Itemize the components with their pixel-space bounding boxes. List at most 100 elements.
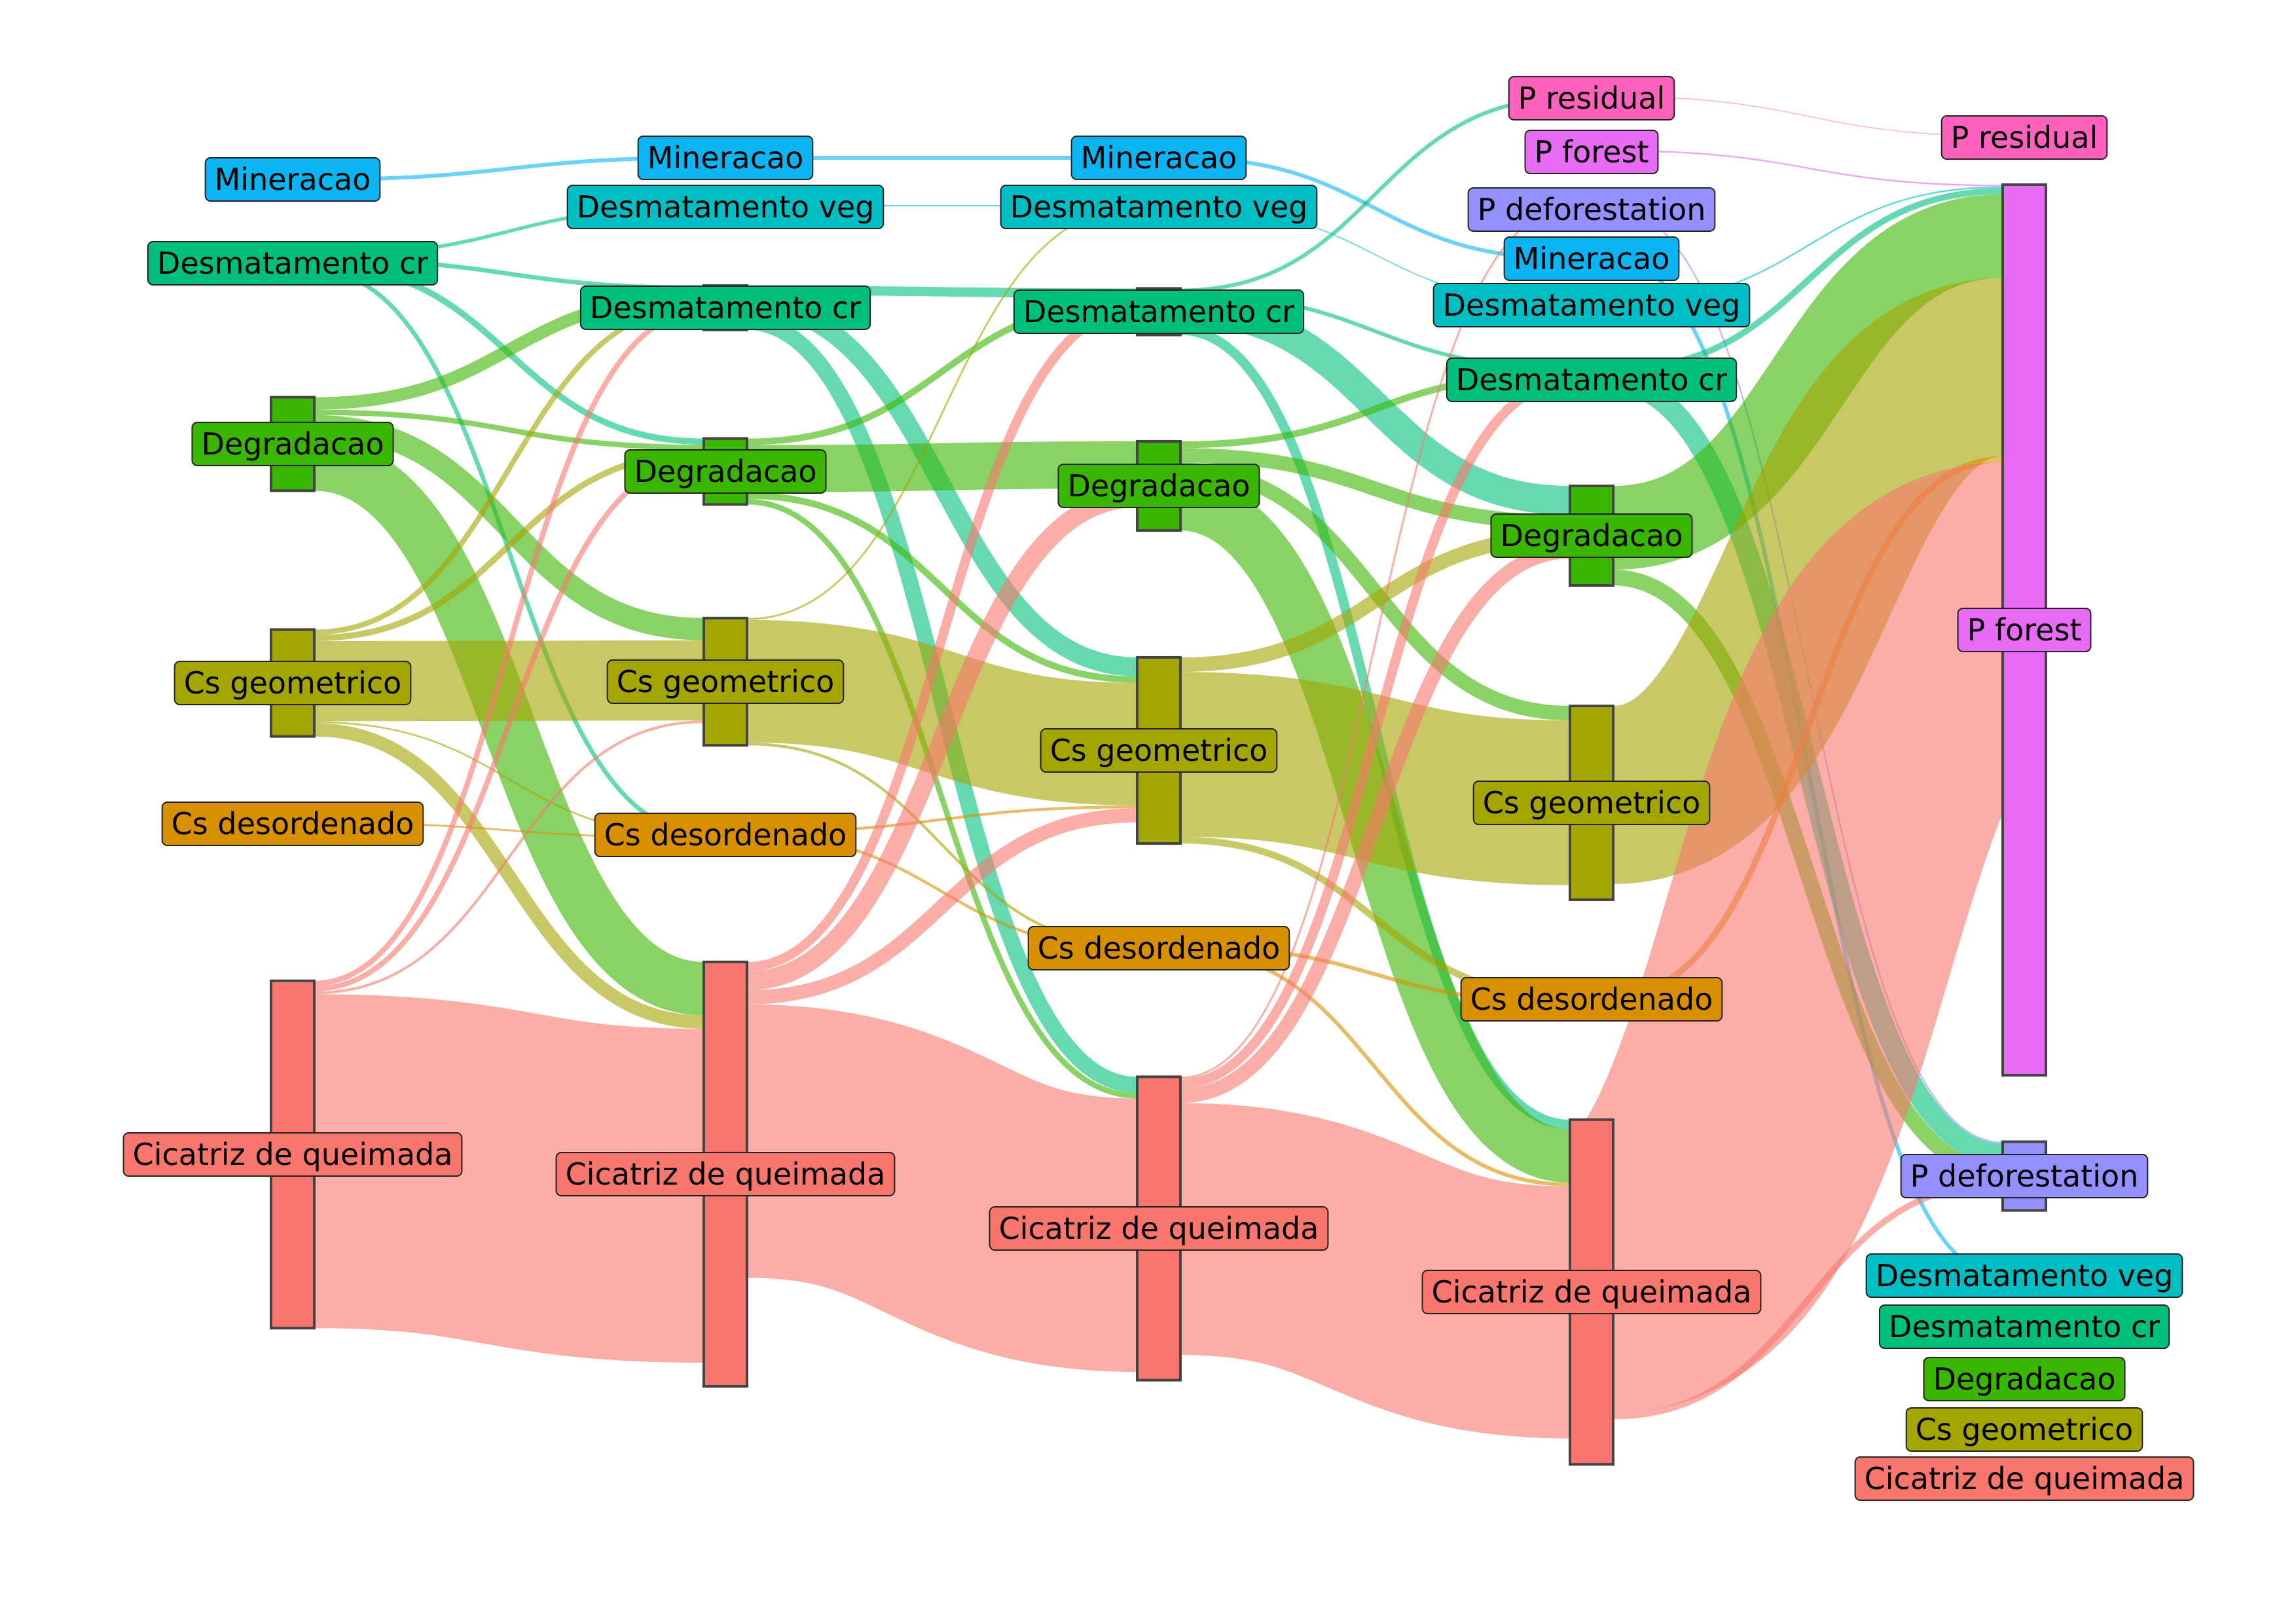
node-label-box bbox=[191, 422, 394, 466]
node-label-text: Degradacao bbox=[1067, 468, 1250, 504]
node-label-s3-dcr: Desmatamento cr bbox=[1446, 358, 1738, 402]
node-label-text: Desmatamento cr bbox=[157, 246, 428, 281]
node-label-s4-dcr: Desmatamento cr bbox=[1878, 1304, 2170, 1349]
flow-s2-min-to-s3-min bbox=[1180, 156, 1571, 261]
node-label-s1-cic: Cicatriz de queimada bbox=[555, 1152, 896, 1196]
node-label-s3-csg: Cs geometrico bbox=[1472, 781, 1711, 825]
node-label-text: Cs geometrico bbox=[1916, 1412, 2134, 1447]
node-label-text: Mineracao bbox=[1514, 241, 1670, 276]
node-label-s0-dcr: Desmatamento cr bbox=[147, 241, 439, 286]
node-label-text: Cs desordenado bbox=[172, 806, 414, 841]
node-label-text: P residual bbox=[1518, 81, 1666, 116]
node-label-text: Desmatamento cr bbox=[590, 290, 861, 325]
node-label-s2-csg: Cs geometrico bbox=[1040, 728, 1278, 773]
flow-s0-min-to-s1-min bbox=[314, 156, 704, 181]
node-label-box bbox=[1000, 185, 1318, 229]
flow-s1-deg-to-s2-cic bbox=[746, 498, 1138, 1099]
node-label-text: P residual bbox=[1951, 120, 2098, 155]
node-label-s3-dveg: Desmatamento veg bbox=[1432, 283, 1751, 327]
node-label-s4-csg: Cs geometrico bbox=[1905, 1407, 2143, 1452]
flow-s0-deg-to-s1-deg bbox=[314, 409, 704, 451]
node-label-box bbox=[1941, 115, 2108, 160]
node-label-box bbox=[1013, 289, 1305, 334]
node-label-box bbox=[147, 241, 439, 286]
node-label-s2-cic: Cicatriz de queimada bbox=[989, 1206, 1329, 1251]
node-label-box bbox=[594, 813, 857, 857]
node-label-box bbox=[1040, 728, 1278, 773]
node-label-text: Desmatamento veg bbox=[1010, 189, 1308, 225]
node-label-box bbox=[1490, 513, 1693, 558]
node-label-s0-cic: Cicatriz de queimada bbox=[122, 1132, 463, 1177]
node-label-s1-dveg: Desmatamento veg bbox=[566, 185, 884, 229]
node-label-box bbox=[1923, 1357, 2126, 1401]
node-label-text: P deforestation bbox=[1478, 192, 1706, 227]
node-label-text: Degradacao bbox=[201, 426, 384, 462]
node-label-s0-csd: Cs desordenado bbox=[161, 802, 424, 846]
node-label-s4-pfor: P forest bbox=[1957, 608, 2092, 652]
node-label-box bbox=[1027, 926, 1290, 970]
node-label-s1-csg: Cs geometrico bbox=[606, 659, 845, 704]
node-label-box bbox=[122, 1132, 463, 1177]
node-label-s4-cic: Cicatriz de queimada bbox=[1854, 1456, 2195, 1501]
node-label-s1-deg: Degradacao bbox=[624, 449, 827, 494]
flow-s3-cic-to-s4-pfor bbox=[1571, 462, 2045, 1413]
node-label-text: Cs geometrico bbox=[1050, 733, 1268, 768]
node-label-text: P forest bbox=[1967, 612, 2082, 648]
node-label-text: Degradacao bbox=[1933, 1361, 2115, 1397]
node-label-box bbox=[1460, 977, 1723, 1022]
node-label-text: P forest bbox=[1535, 134, 1649, 170]
flow-s1-cic-to-s2-csg bbox=[746, 808, 1138, 1005]
node-label-box bbox=[989, 1206, 1329, 1251]
node-label-text: Cs geometrico bbox=[617, 664, 835, 699]
node-label-text: P deforestation bbox=[1910, 1158, 2139, 1194]
node-label-s2-deg: Degradacao bbox=[1057, 464, 1260, 508]
node-label-text: Cs geometrico bbox=[184, 665, 402, 701]
node-label-box bbox=[1524, 130, 1659, 174]
node-label-box bbox=[1905, 1407, 2143, 1452]
node-label-text: Cs desordenado bbox=[604, 817, 847, 853]
node-label-text: Desmatamento veg bbox=[1876, 1258, 2174, 1293]
flow-s2-dcr-to-s3-pres bbox=[1180, 96, 1571, 293]
node-label-box bbox=[1900, 1154, 2149, 1198]
node-label-s3-min: Mineracao bbox=[1503, 236, 1680, 281]
node-label-box bbox=[555, 1152, 896, 1196]
node-label-text: Degradacao bbox=[634, 454, 816, 489]
node-label-s2-csd: Cs desordenado bbox=[1027, 926, 1290, 970]
node-label-text: Desmatamento veg bbox=[577, 189, 875, 225]
node-label-box bbox=[1854, 1456, 2195, 1501]
node-label-box bbox=[1421, 1270, 1762, 1314]
node-label-text: Mineracao bbox=[647, 140, 804, 175]
node-label-s0-min: Mineracao bbox=[204, 157, 381, 202]
node-label-text: Cs desordenado bbox=[1470, 982, 1713, 1017]
node-label-box bbox=[1865, 1253, 2183, 1298]
node-label-box bbox=[606, 659, 845, 704]
flow-s1-deg-to-s2-csg bbox=[746, 492, 1138, 683]
node-label-text: Desmatamento cr bbox=[1889, 1309, 2160, 1344]
flow-s0-cic-to-s1-csg bbox=[314, 720, 704, 995]
node-label-box bbox=[637, 136, 814, 180]
node-label-s4-deg: Degradacao bbox=[1923, 1357, 2126, 1401]
node-label-text: Cs desordenado bbox=[1038, 931, 1281, 966]
node-label-s2-min: Mineracao bbox=[1070, 136, 1247, 180]
node-label-s4-pres: P residual bbox=[1941, 115, 2108, 160]
node-label-box bbox=[1878, 1304, 2170, 1349]
node-label-box bbox=[1472, 781, 1711, 825]
node-label-box bbox=[173, 661, 412, 705]
node-label-box bbox=[1446, 358, 1738, 402]
node-label-text: Cicatriz de queimada bbox=[1865, 1461, 2185, 1496]
node-label-s2-dveg: Desmatamento veg bbox=[1000, 185, 1318, 229]
node-label-box bbox=[1432, 283, 1751, 327]
node-label-box bbox=[161, 802, 424, 846]
node-label-s3-deg: Degradacao bbox=[1490, 513, 1693, 558]
node-label-s1-dcr: Desmatamento cr bbox=[579, 286, 871, 330]
node-label-text: Desmatamento cr bbox=[1023, 294, 1294, 329]
node-label-s4-pdef: P deforestation bbox=[1900, 1154, 2149, 1198]
node-label-box bbox=[1957, 608, 2092, 652]
flow-s3-deg-to-s4-pfor bbox=[1611, 194, 2005, 570]
node-label-text: Desmatamento veg bbox=[1443, 287, 1741, 323]
node-label-text: Cicatriz de queimada bbox=[1432, 1274, 1752, 1310]
node-label-s3-pfor: P forest bbox=[1524, 130, 1659, 174]
node-label-s4-dveg: Desmatamento veg bbox=[1865, 1253, 2183, 1298]
